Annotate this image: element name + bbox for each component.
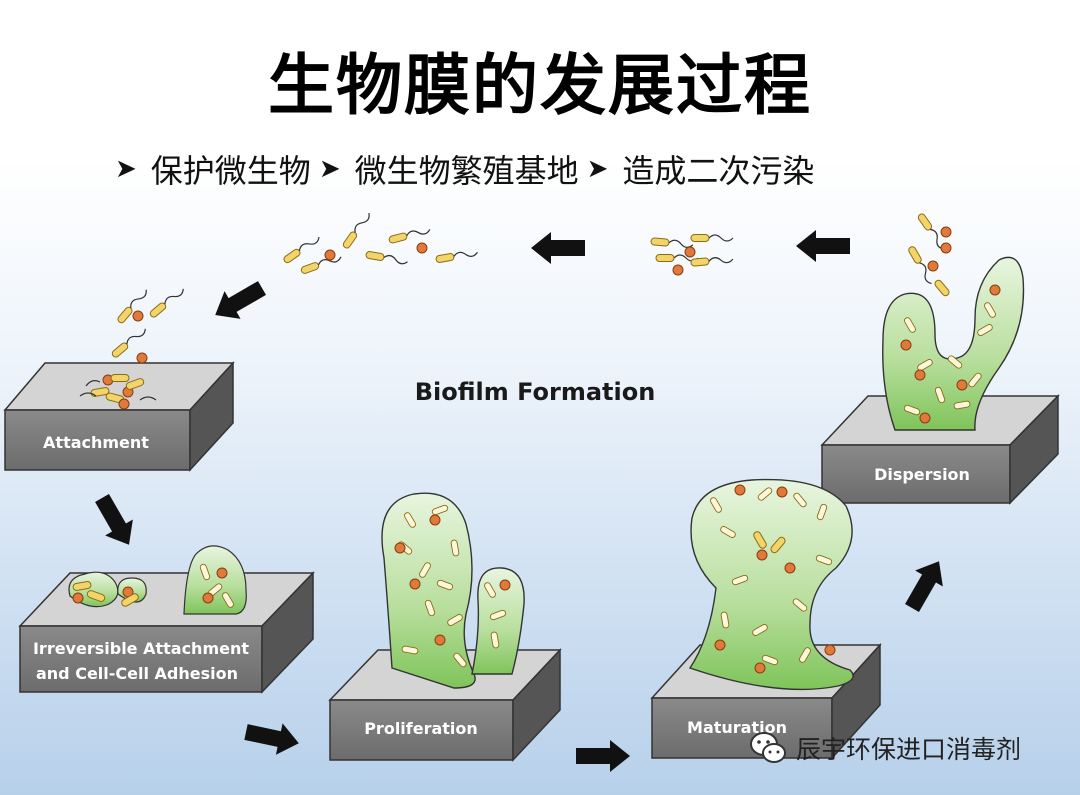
arrow-right-icon: ➤ (318, 154, 341, 184)
stage-label-irreversible-2: and Cell-Cell Adhesion (36, 664, 238, 683)
wechat-icon (750, 732, 786, 763)
page-title: 生物膜的发展过程 (268, 47, 812, 124)
bacteria-group-descending (111, 286, 186, 364)
bullet-list: ➤ 保护微生物 ➤ 微生物繁殖基地 ➤ 造成二次污染 (115, 148, 1015, 190)
bacteria-group-top-center (283, 211, 478, 274)
arrow-right-icon: ➤ (115, 154, 137, 184)
arrow-right-icon: ➤ (586, 154, 609, 184)
stage-label-proliferation: Proliferation (364, 719, 478, 738)
bold-arrow-icon (531, 232, 585, 264)
bullet-item-1: 保护微生物 (150, 152, 311, 190)
bold-arrow-icon (796, 230, 850, 262)
stage-label-dispersion: Dispersion (874, 465, 970, 484)
attachment-block (3, 361, 235, 472)
bold-arrow-icon (215, 281, 266, 319)
bold-arrow-icon (576, 740, 630, 772)
biofilm-proliferation (381, 492, 525, 689)
bold-arrow-icon (95, 494, 133, 545)
bold-arrow-icon (905, 561, 943, 612)
bacteria-group-top-right (651, 235, 733, 276)
bullet-item-2: 微生物繁殖基地 (354, 152, 579, 190)
bold-arrow-icon (244, 723, 299, 755)
bacteria-dispersing (907, 213, 952, 298)
diagram-title: Biofilm Formation (414, 378, 656, 406)
stage-label-attachment: Attachment (43, 433, 149, 452)
watermark-text: 辰宇环保进口消毒剂 (796, 735, 1022, 764)
stage-label-irreversible-1: Irreversible Attachment (33, 639, 249, 658)
bullet-item-3: 造成二次污染 (622, 152, 815, 190)
biofilm-colony-small (68, 545, 247, 615)
biofilm-maturation (688, 478, 854, 691)
watermark: 辰宇环保进口消毒剂 (748, 728, 1021, 768)
biofilm-dispersion (882, 256, 1025, 431)
bacteria-attached (79, 374, 157, 410)
